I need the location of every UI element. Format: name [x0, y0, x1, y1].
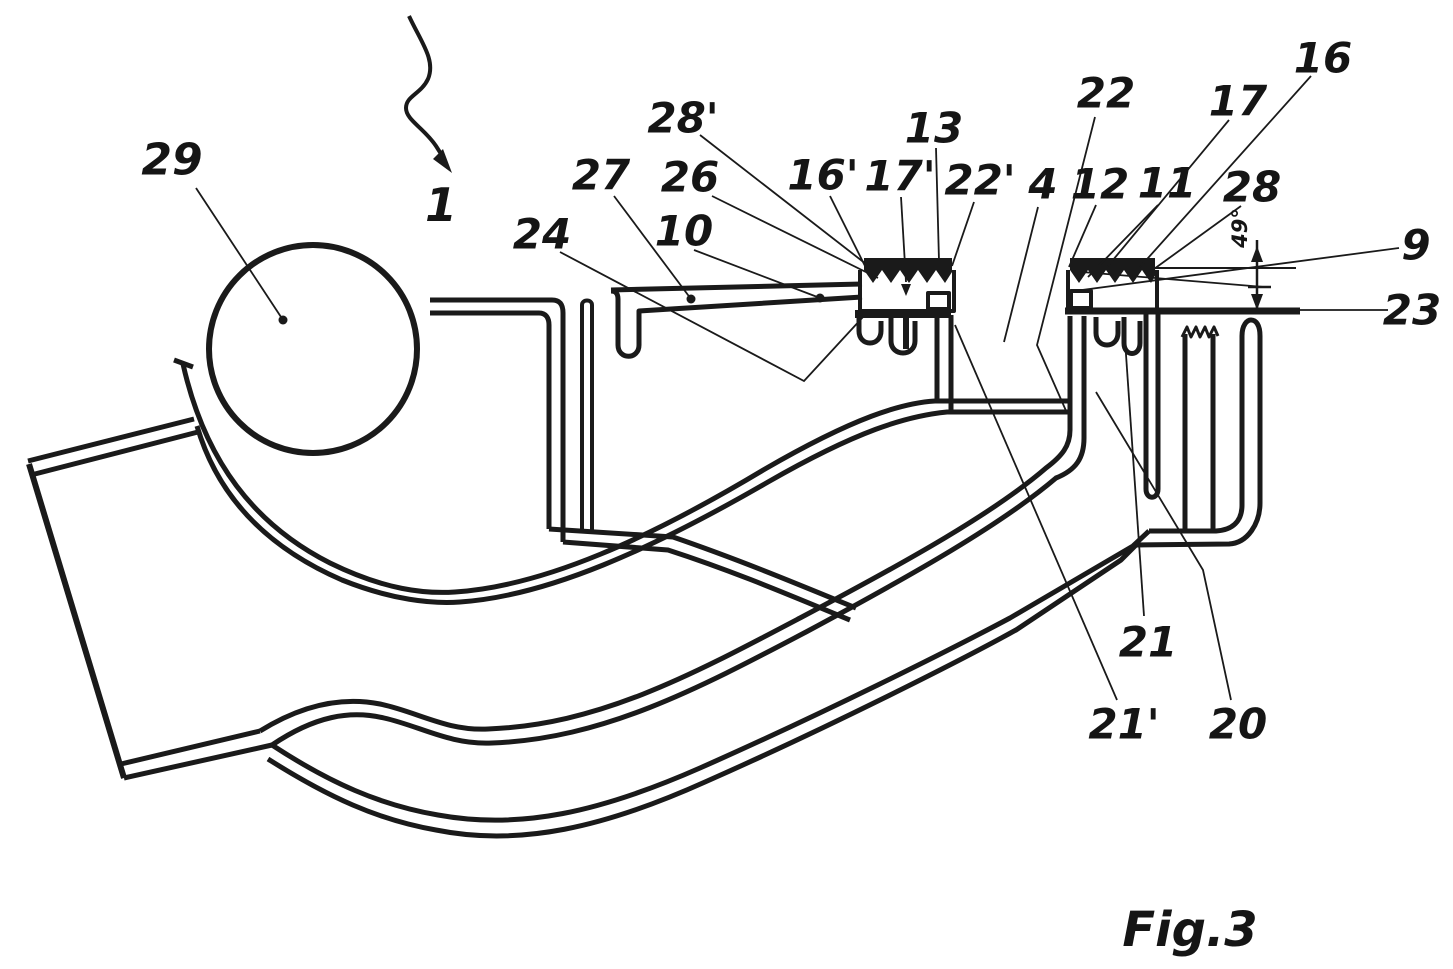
divider-bar	[580, 298, 594, 531]
part-label-10: 10	[655, 207, 713, 256]
part-label-28: 28	[1223, 163, 1281, 212]
dim-arrow-up	[1251, 246, 1263, 262]
leader-28	[1153, 205, 1242, 270]
leader-4	[1003, 206, 1039, 343]
leader-16	[1139, 75, 1312, 268]
leader-22-prime	[951, 201, 975, 267]
left-bracket-bottom-inner	[548, 526, 857, 611]
part-label-9: 9	[1401, 221, 1430, 270]
leader-17-prime-arrowhead	[901, 284, 911, 296]
left-clamp-prong-1	[856, 317, 884, 346]
leader-12	[1068, 204, 1097, 268]
part-label-13: 13	[905, 104, 963, 153]
leader-22	[1036, 116, 1096, 414]
part-29-circle	[206, 242, 420, 456]
figure-pointer-arrowhead	[433, 149, 452, 173]
leader-27-dot	[686, 294, 696, 304]
left-bracket-top-inner	[430, 310, 552, 529]
leader-21-prime	[954, 324, 1118, 701]
part-label-29: 29	[141, 135, 202, 186]
dim-arrow-down	[1251, 294, 1263, 310]
angle-dimension-label: 49°	[1228, 208, 1252, 249]
part-label-24: 24	[513, 210, 571, 259]
right-clamp-prong-1	[1093, 317, 1121, 348]
left-clamp-prong-2	[888, 317, 918, 356]
part-label-28-prime: 28'	[647, 94, 718, 143]
part-label-17-prime: 17'	[864, 152, 935, 201]
figure-number: 1	[425, 178, 457, 232]
part-label-12: 12	[1071, 160, 1129, 209]
leader-26	[711, 195, 879, 279]
leader-24	[559, 251, 864, 383]
duct-band-a-endcap	[173, 357, 194, 370]
duct-band-c-upper	[270, 529, 1151, 823]
part-label-21: 21	[1119, 618, 1177, 667]
part-label-21-prime: 21'	[1088, 700, 1159, 749]
leader-10	[693, 249, 821, 299]
dim-extension-cross	[1081, 271, 1265, 288]
leader-16-prime	[829, 195, 870, 275]
spring-post-jagged-top	[1180, 325, 1220, 339]
duct-band-a-inner	[194, 409, 1070, 605]
right-clamp-prong-2	[1121, 317, 1143, 356]
part-label-16-prime: 16'	[787, 151, 858, 200]
leader-10-dot	[815, 293, 825, 303]
left-clamp-hatch-bar	[864, 258, 952, 270]
left-bracket-bottom-outer	[562, 539, 851, 623]
rail-top	[610, 281, 863, 293]
duct-band-c-lower	[266, 543, 1138, 839]
narrow-post	[1143, 314, 1161, 500]
duct-band-b-lower	[270, 316, 1087, 748]
funnel-bottom-lower	[123, 742, 273, 781]
funnel-bottom-upper	[120, 728, 261, 767]
funnel-top-outer	[27, 416, 195, 464]
part-label-17: 17	[1209, 77, 1268, 126]
leader-9	[1081, 247, 1400, 291]
leader-17	[1107, 119, 1230, 267]
right-clamp-notch	[1069, 289, 1093, 310]
part-label-27: 27	[572, 151, 631, 200]
funnel-top-inner	[30, 429, 199, 478]
part-label-22-prime: 22'	[944, 156, 1015, 205]
leader-29	[195, 187, 284, 321]
leader-29-dot	[278, 315, 288, 325]
leader-17-prime	[900, 196, 907, 283]
part-label-4: 4	[1027, 160, 1057, 209]
rail-hook	[610, 288, 863, 359]
duct-band-b-upper	[258, 316, 1073, 734]
figure-pointer-squiggle	[404, 15, 445, 159]
part-label-23: 23	[1383, 286, 1441, 335]
leader-21	[1124, 339, 1145, 617]
duct-band-a-outer	[180, 363, 1070, 595]
leader-28-prime	[699, 134, 867, 265]
part-label-26: 26	[661, 153, 719, 202]
right-rail-u-channel	[1135, 317, 1263, 548]
part-label-20: 20	[1209, 700, 1267, 749]
part-label-16: 16	[1294, 34, 1352, 83]
part-label-22: 22	[1077, 69, 1135, 118]
leader-11	[1087, 204, 1159, 278]
left-bracket-top-outer	[430, 297, 566, 542]
left-clamp-notch	[926, 291, 951, 311]
left-clamp-hatch-teeth	[864, 270, 952, 283]
leader-13	[935, 147, 940, 262]
funnel-left-wall	[26, 463, 127, 779]
part-label-11: 11	[1138, 159, 1196, 208]
figure-caption: Fig.3	[1122, 902, 1257, 958]
leader-27	[613, 195, 692, 300]
leader-20	[1095, 391, 1232, 701]
